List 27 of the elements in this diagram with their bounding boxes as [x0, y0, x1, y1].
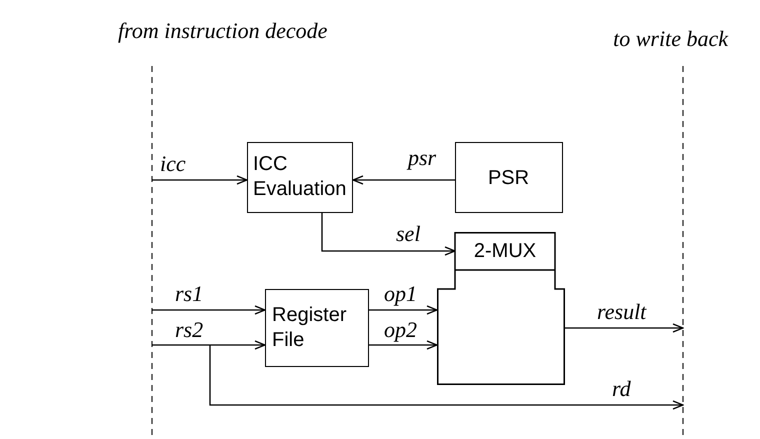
edge-label: op2	[384, 318, 417, 342]
block-label: PSR	[486, 166, 530, 191]
arrow	[352, 175, 455, 185]
arrow	[152, 175, 248, 185]
arrow	[152, 340, 266, 350]
block-label: Register File	[272, 303, 348, 353]
edge-label: rs1	[175, 282, 204, 306]
signal-label: rd	[612, 377, 631, 401]
edge-label: result	[597, 300, 646, 324]
arrow	[321, 213, 456, 256]
edge-label: rs2	[175, 318, 204, 342]
edge-label: psr	[408, 146, 436, 170]
register-file-box	[265, 289, 369, 367]
arrow	[565, 323, 684, 333]
block-label: 2-MUX	[472, 239, 538, 264]
boundary-caption: from instruction decode	[118, 19, 328, 43]
multiplexer-block	[437, 232, 565, 385]
arrow	[152, 305, 266, 315]
edge-label: sel	[396, 222, 420, 246]
boundary-caption: to write back	[613, 27, 728, 51]
arrow	[369, 340, 438, 350]
register-box	[455, 142, 563, 213]
edge-label: icc	[160, 152, 186, 176]
edge-label: op1	[384, 282, 417, 306]
process-box	[247, 142, 353, 213]
arrow	[369, 305, 438, 315]
block-label: ICC Evaluation	[253, 152, 348, 202]
